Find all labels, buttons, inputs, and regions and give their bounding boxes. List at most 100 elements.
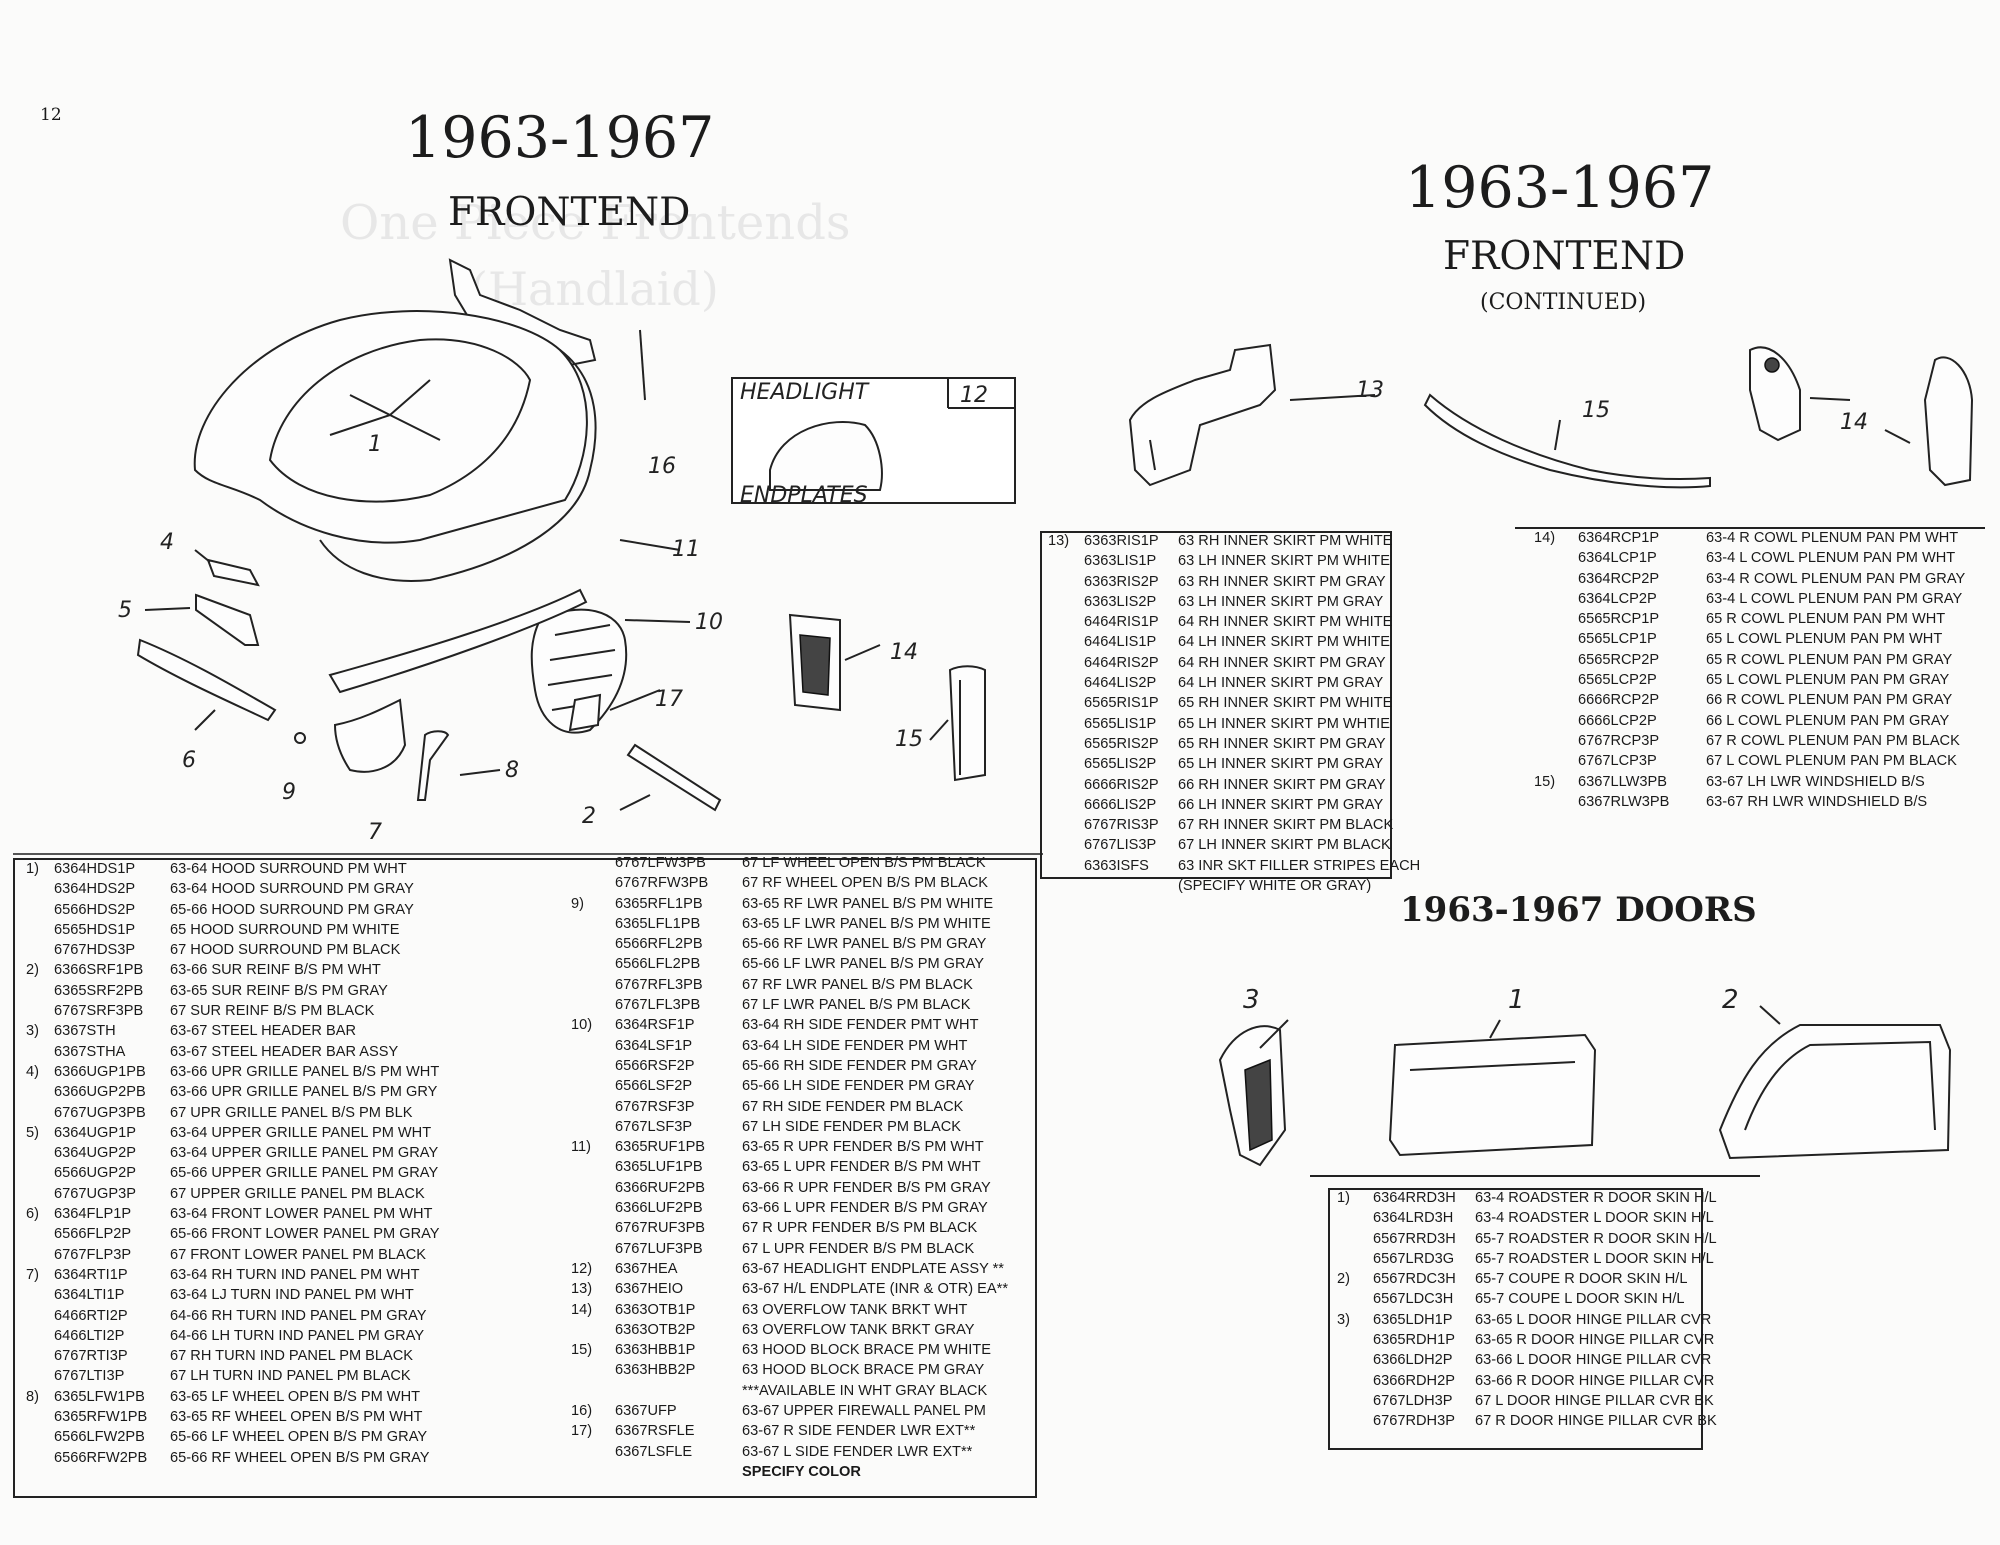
cell-code: 6367HEIO xyxy=(615,1281,684,1298)
cell-code: 6565LCP1P xyxy=(1578,631,1657,648)
cell-desc: 63-64 RH SIDE FENDER PMT WHT xyxy=(742,1017,979,1034)
table-row: SPECIFY COLOR xyxy=(571,1464,1037,1484)
cell-code: 6367HEA xyxy=(615,1260,678,1277)
cell-code: 6466RTI2P xyxy=(54,1307,128,1324)
cell-desc: 64-66 RH TURN IND PANEL PM GRAY xyxy=(170,1307,427,1324)
cell-num: 12) xyxy=(571,1260,593,1277)
frontend-continued-diagram xyxy=(1128,343,1974,489)
cell-code: 6365RFW1PB xyxy=(54,1409,148,1426)
cell-code: 6666RIS2P xyxy=(1084,776,1159,793)
cell-desc: 67 RH TURN IND PANEL PM BLACK xyxy=(170,1348,414,1365)
cell-code: 6466LTI2P xyxy=(54,1327,125,1344)
cell-code: 6364UGP2P xyxy=(54,1145,136,1162)
cell-code: 6464LIS1P xyxy=(1084,634,1157,651)
cell-code: 6363LIS2P xyxy=(1084,593,1157,610)
cowl-table-top-rule xyxy=(1515,527,1985,529)
cell-code: 6767RFL3PB xyxy=(615,976,703,993)
cell-code: 6367STHA xyxy=(54,1043,126,1060)
table-row: 6367STHA 63-67 STEEL HEADER BAR ASSY xyxy=(22,1044,562,1064)
table-row: 6363OTB2P 63 OVERFLOW TANK BRKT GRAY xyxy=(571,1322,1037,1342)
cell-desc: 63-67 R SIDE FENDER LWR EXT** xyxy=(742,1423,976,1440)
cell-desc: 67 RH INNER SKIRT PM BLACK xyxy=(1178,817,1394,834)
bleed-through-text: One Piece Frontends xyxy=(340,195,851,251)
cell-desc: 64 RH INNER SKIRT PM GRAY xyxy=(1178,654,1386,671)
cell-desc: 63 OVERFLOW TANK BRKT GRAY xyxy=(742,1321,975,1338)
cell-num: 16) xyxy=(571,1403,593,1420)
cell-desc: 65 HOOD SURROUND PM WHITE xyxy=(170,921,400,938)
cell-num: 11) xyxy=(571,1139,592,1156)
cell-code: 6767RDH3P xyxy=(1373,1413,1455,1430)
cell-desc: 65-7 COUPE L DOOR SKIN H/L xyxy=(1475,1291,1685,1308)
cell-desc: 65 RH INNER SKIRT PM WHITE xyxy=(1178,695,1393,712)
cell-code: 6366RDH2P xyxy=(1373,1372,1455,1389)
cell-desc: 67 FRONT LOWER PANEL PM BLACK xyxy=(170,1246,426,1263)
table-row: 6466RTI2P 64-66 RH TURN IND PANEL PM GRAY xyxy=(22,1308,562,1328)
cell-desc: 63-66 UPR GRILLE PANEL B/S PM GRY xyxy=(170,1084,438,1101)
cell-num: 10) xyxy=(571,1017,593,1034)
cell-code: 6363OTB2P xyxy=(615,1321,696,1338)
cell-desc: 67 LF LWR PANEL B/S PM BLACK xyxy=(742,997,971,1014)
cell-desc: (SPECIFY WHITE OR GRAY) xyxy=(1178,878,1372,895)
cell-code: 6767RTI3P xyxy=(54,1348,128,1365)
cell-code: 6367LLW3PB xyxy=(1578,773,1667,790)
cell-desc: 67 R COWL PLENUM PAN PM BLACK xyxy=(1706,732,1960,749)
cell-desc: 65-66 LF WHEEL OPEN B/S PM GRAY xyxy=(170,1429,428,1446)
cell-desc: 67 L DOOR HINGE PILLAR CVR BK xyxy=(1475,1392,1714,1409)
cell-code: 6365LFW1PB xyxy=(54,1388,145,1405)
callout-11: 11 xyxy=(672,537,700,562)
cell-desc: 63-4 ROADSTER R DOOR SKIN H/L xyxy=(1475,1190,1717,1206)
cell-desc: 63-67 STEEL HEADER BAR ASSY xyxy=(170,1043,399,1060)
cell-code: 6666RCP2P xyxy=(1578,692,1660,709)
cell-desc: 64 RH INNER SKIRT PM WHITE xyxy=(1178,614,1393,631)
cell-code: 6767LSF3P xyxy=(615,1118,693,1135)
cell-code: 6767FLP3P xyxy=(54,1246,132,1263)
cell-desc: 65-7 COUPE R DOOR SKIN H/L xyxy=(1475,1271,1688,1288)
cell-desc: 63-67 LH LWR WINDSHIELD B/S xyxy=(1706,773,1925,790)
callout-7: 7 xyxy=(368,820,382,845)
right-subtitle: (CONTINUED) xyxy=(1480,290,1647,315)
cell-code: 6363HBB1P xyxy=(615,1342,696,1359)
cell-code: 6567LRD3G xyxy=(1373,1250,1455,1267)
cell-code: 6365RDH1P xyxy=(1373,1332,1455,1349)
cell-desc: 65 LH INNER SKIRT PM WHTIE xyxy=(1178,715,1390,732)
cell-desc: 67 RF WHEEL OPEN B/S PM BLACK xyxy=(742,875,988,892)
cell-desc: 65 L COWL PLENUM PAN PM GRAY xyxy=(1706,672,1950,689)
cell-code: 6566UGP2P xyxy=(54,1165,136,1182)
cell-desc: 65 L COWL PLENUM PAN PM WHT xyxy=(1706,631,1943,648)
cell-code: 6363ISFS xyxy=(1084,857,1149,874)
callout-door-3: 3 xyxy=(1243,985,1260,1015)
cell-code: 6365SRF2PB xyxy=(54,982,144,999)
cell-code: 6566FLP2P xyxy=(54,1226,132,1243)
cell-num: 6) xyxy=(26,1206,39,1223)
cell-desc: 63 RH INNER SKIRT PM WHITE xyxy=(1178,533,1393,549)
